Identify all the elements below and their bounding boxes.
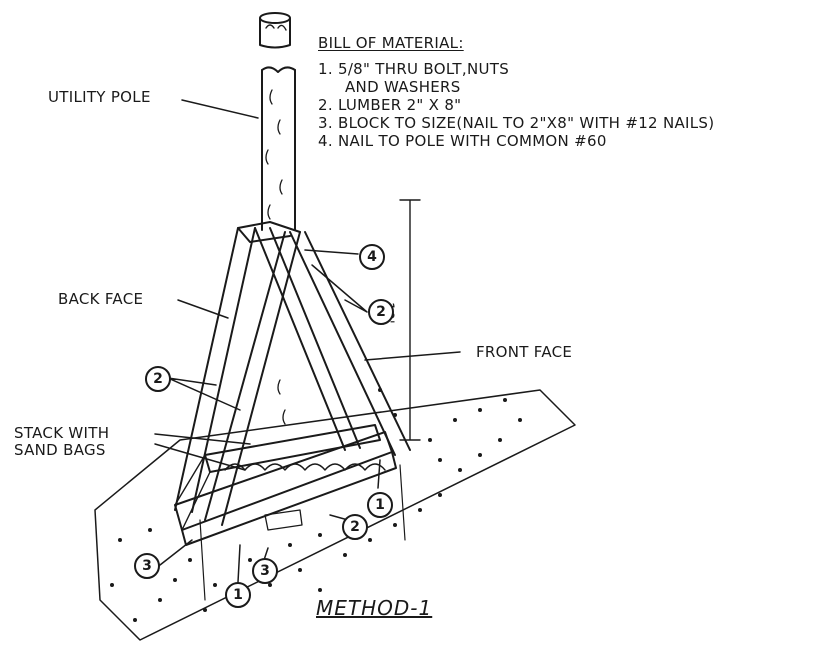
bom-title: BILL OF MATERIAL:	[318, 34, 464, 52]
bom-item-1-cont: AND WASHERS	[345, 78, 461, 96]
height-dimension	[399, 199, 421, 441]
brace-back-left	[174, 227, 256, 513]
callout-2-bottom: 2	[342, 514, 368, 540]
label-utility-pole: UTILITY POLE	[48, 88, 151, 106]
caption-method: METHOD-1	[316, 596, 433, 620]
pole-cap-top	[259, 12, 291, 24]
callout-3-left: 3	[134, 553, 160, 579]
label-stack-line1: STACK WITH	[14, 424, 110, 442]
sand-bags	[224, 463, 386, 471]
callout-1-right: 1	[367, 492, 393, 518]
callout-2-left: 2	[145, 366, 171, 392]
ground-stipple	[110, 388, 522, 622]
bom-item-2: 2. LUMBER 2" x 8"	[318, 96, 462, 114]
callout-1-bottom: 1	[225, 582, 251, 608]
callout-3-mid: 3	[252, 558, 278, 584]
brace-back-right	[254, 227, 361, 451]
label-stack-line2: SAND BAGS	[14, 441, 106, 459]
label-front-face: FRONT FACE	[476, 343, 573, 361]
brace-front-right	[289, 231, 411, 456]
base-timber-short	[204, 424, 381, 473]
callout-4: 4	[359, 244, 385, 270]
bom-item-1: 1. 5/8" THRU BOLT,NUTS	[318, 60, 510, 78]
bom-item-4: 4. NAIL TO POLE WITH COMMON #60	[318, 132, 607, 150]
utility-pole	[261, 69, 296, 231]
callout-2-top: 2	[368, 299, 394, 325]
label-back-face: BACK FACE	[58, 290, 144, 308]
brace-front-left	[204, 231, 301, 526]
bom-item-3: 3. BLOCK TO SIZE(NAIL TO 2"x8" WITH #12 …	[318, 114, 715, 132]
ground-slab	[94, 389, 576, 641]
